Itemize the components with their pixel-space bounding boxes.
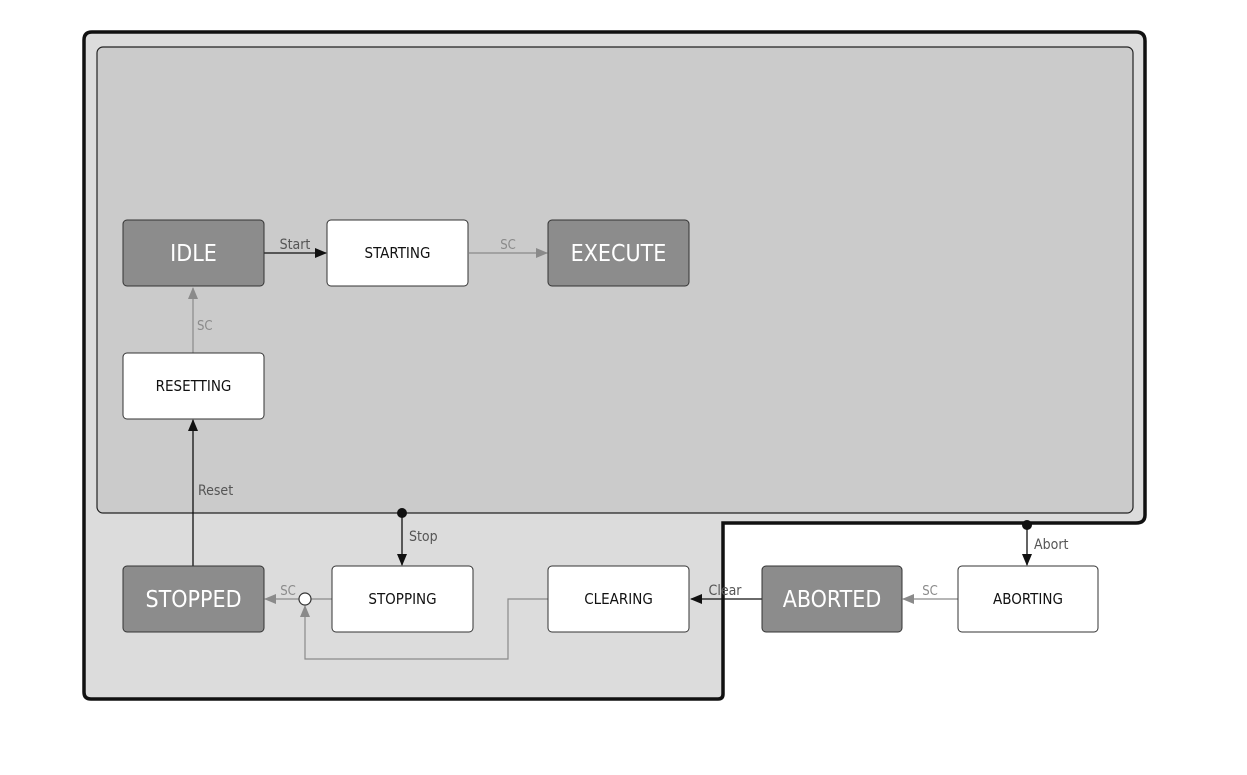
state-stopped-label: STOPPED [145, 587, 241, 613]
state-execute: EXECUTE [547, 219, 690, 287]
state-aborting: ABORTING [957, 565, 1099, 633]
reset-label: Reset [198, 483, 233, 499]
sc-aborting-aborted-label: SC [922, 584, 938, 599]
abort-label: Abort [1034, 537, 1068, 553]
stop-label: Stop [409, 529, 438, 545]
state-resetting-label: RESETTING [156, 377, 232, 395]
state-clearing-label: CLEARING [584, 590, 653, 608]
state-starting: STARTING [326, 219, 469, 287]
state-aborting-label: ABORTING [993, 590, 1063, 608]
state-idle-label: IDLE [170, 241, 217, 267]
state-execute-label: EXECUTE [571, 241, 667, 267]
state-idle: IDLE [122, 219, 265, 287]
state-stopping: STOPPING [331, 565, 474, 633]
sc-resetting-idle-label: SC [197, 319, 213, 334]
sc-clearing-junction-line [300, 598, 548, 660]
state-stopping-label: STOPPING [368, 590, 436, 608]
state-starting-label: STARTING [365, 244, 431, 262]
junction-node [298, 592, 312, 606]
stop-source-dot [397, 508, 407, 518]
clear-label: Clear [709, 583, 743, 599]
state-stopped: STOPPED [122, 565, 265, 633]
state-clearing: CLEARING [547, 565, 690, 633]
sc-starting-execute-label: SC [500, 238, 516, 253]
sc-stopping-stopped-label: SC [280, 584, 296, 599]
abort-source-dot [1022, 520, 1032, 530]
state-aborted-label: ABORTED [783, 587, 882, 613]
state-resetting: RESETTING [122, 352, 265, 420]
start-label: Start [280, 237, 311, 253]
state-aborted: ABORTED [761, 565, 903, 633]
